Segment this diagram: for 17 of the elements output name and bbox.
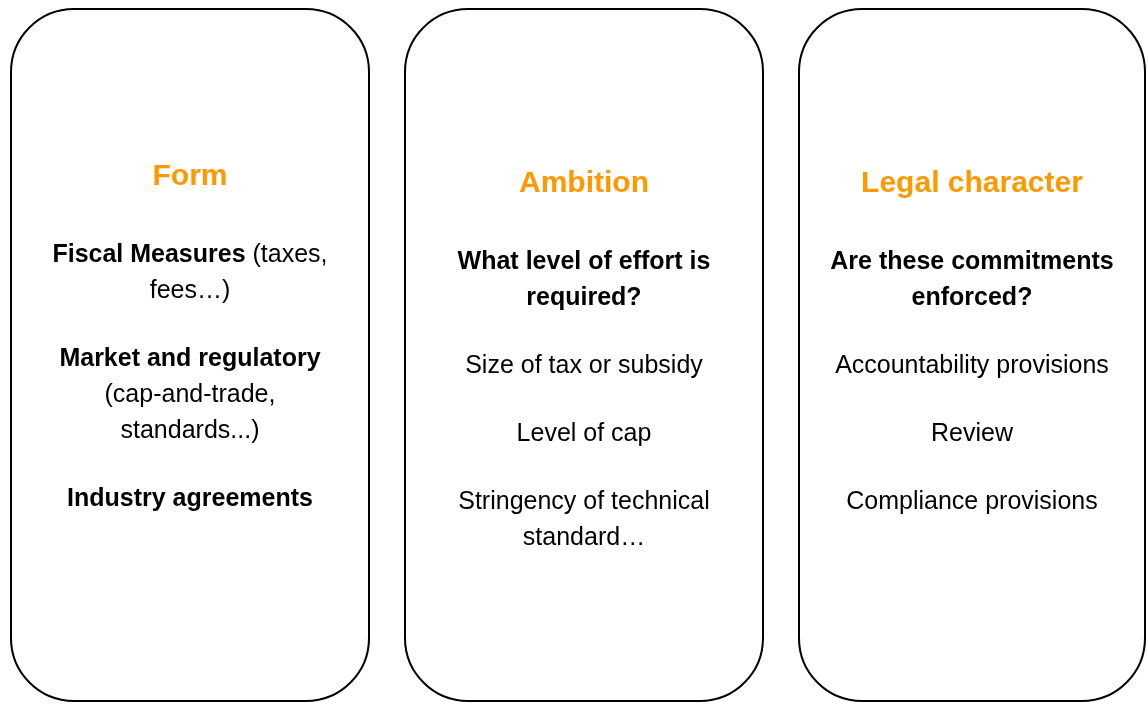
- panel-text: Level of cap: [516, 417, 652, 448]
- rounded-panel: [10, 8, 370, 702]
- panel-text: Stringency of technical standard…: [457, 485, 711, 552]
- panel-text: Are these commitments enforced?: [829, 245, 1115, 312]
- panel-heading: Ambition: [519, 164, 649, 200]
- panel-text: Industry agreements: [67, 482, 313, 513]
- rounded-panel: [798, 8, 1146, 702]
- panel-heading: Form: [152, 157, 228, 193]
- panel-text: Size of tax or subsidy: [465, 349, 703, 380]
- panel-text: Accountability provisions: [835, 349, 1109, 380]
- panel-text: Market and regulatory (cap-and-trade, standards...): [58, 342, 322, 445]
- panel-text: Fiscal Measures (taxes, fees…): [51, 238, 329, 305]
- panel-text: Compliance provisions: [846, 485, 1098, 516]
- rounded-panel: [404, 8, 764, 702]
- panel-text: Review: [931, 417, 1013, 448]
- panel-heading: Legal character: [861, 164, 1083, 200]
- panel-text: What level of effort is required?: [456, 245, 712, 312]
